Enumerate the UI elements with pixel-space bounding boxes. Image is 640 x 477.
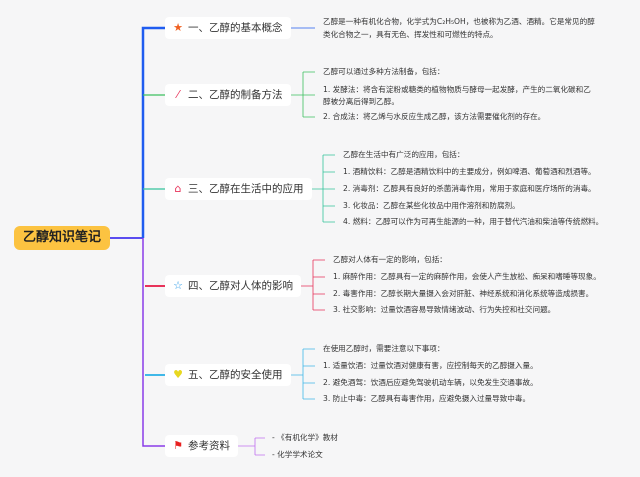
branch-basic-concept[interactable]: ★ 一、乙醇的基本概念 bbox=[165, 17, 291, 39]
leaf-text[interactable]: 1. 发酵法：将含有淀粉或糖类的植物物质与酵母一起发酵，产生的二氧化碳和乙 bbox=[323, 85, 591, 94]
branch-safe-use[interactable]: ♥ 五、乙醇的安全使用 bbox=[165, 364, 291, 386]
branch-label: 二、乙醇的制备方法 bbox=[188, 89, 283, 101]
leaf-text[interactable]: 乙醇是一种有机化合物，化学式为C₂H₅OH，也被称为乙酒、酒精。它是常见的醇 bbox=[323, 17, 595, 26]
leaf-text[interactable]: 类化合物之一，具有无色、挥发性和可燃性的特点。 bbox=[323, 30, 498, 39]
leaf-text[interactable]: 乙醇在生活中有广泛的应用，包括： bbox=[343, 150, 465, 159]
star-filled-icon: ★ bbox=[173, 21, 183, 34]
root-node[interactable]: 乙醇知识笔记 bbox=[14, 226, 110, 250]
leaf-text[interactable]: 在使用乙醇时，需要注意以下事项： bbox=[323, 344, 445, 353]
leaf-text[interactable]: 2. 消毒剂：乙醇具有良好的杀菌消毒作用，常用于家庭和医疗场所的消毒。 bbox=[343, 184, 596, 193]
magic-wand-icon: ⁄ bbox=[177, 88, 179, 101]
leaf-text[interactable]: 4. 燃料：乙醇可以作为可再生能源的一种，用于替代汽油和柴油等传统燃料。 bbox=[343, 217, 604, 226]
branch-label: 三、乙醇在生活中的应用 bbox=[188, 183, 304, 195]
home-icon: ⌂ bbox=[174, 182, 182, 195]
branch-label: 五、乙醇的安全使用 bbox=[188, 369, 283, 381]
leaf-text[interactable]: - 《有机化学》教材 bbox=[272, 433, 338, 442]
leaf-text[interactable]: - 化学学术论文 bbox=[272, 450, 323, 459]
leaf-text[interactable]: 1. 适量饮酒：过量饮酒对健康有害，应控制每天的乙醇摄入量。 bbox=[323, 361, 538, 370]
branch-preparation[interactable]: ⁄ 二、乙醇的制备方法 bbox=[165, 84, 291, 106]
star-outline-icon: ☆ bbox=[173, 279, 183, 292]
branch-references[interactable]: ⚑ 参考资料 bbox=[165, 435, 238, 457]
leaf-text[interactable]: 2. 合成法：将乙烯与水反应生成乙醇，该方法需要催化剂的存在。 bbox=[323, 112, 546, 121]
leaf-text[interactable]: 2. 避免酒驾：饮酒后应避免驾驶机动车辆，以免发生交通事故。 bbox=[323, 378, 538, 387]
leaf-text[interactable]: 3. 防止中毒：乙醇具有毒害作用，应避免摄入过量导致中毒。 bbox=[323, 394, 531, 403]
leaf-text[interactable]: 乙醇对人体有一定的影响，包括： bbox=[333, 255, 447, 264]
leaf-text[interactable]: 乙醇可以通过多种方法制备，包括： bbox=[323, 67, 445, 76]
branch-label: 一、乙醇的基本概念 bbox=[188, 22, 283, 34]
branch-applications[interactable]: ⌂ 三、乙醇在生活中的应用 bbox=[165, 178, 312, 200]
leaf-text[interactable]: 3. 社交影响：过量饮酒容易导致情绪波动、行为失控和社交问题。 bbox=[333, 305, 556, 314]
trophy-icon: ♥ bbox=[173, 368, 183, 381]
leaf-text[interactable]: 1. 麻醉作用：乙醇具有一定的麻醉作用，会使人产生放松、痴呆和嗜睡等现象。 bbox=[333, 272, 601, 281]
leaf-text[interactable]: 2. 毒害作用：乙醇长期大量摄入会对肝脏、神经系统和消化系统等造成损害。 bbox=[333, 289, 594, 298]
branch-health-effects[interactable]: ☆ 四、乙醇对人体的影响 bbox=[165, 275, 301, 297]
flag-icon: ⚑ bbox=[173, 439, 183, 452]
leaf-text[interactable]: 1. 酒精饮料：乙醇是酒精饮料中的主要成分，例如啤酒、葡萄酒和烈酒等。 bbox=[343, 167, 596, 176]
leaf-text[interactable]: 3. 化妆品：乙醇在某些化妆品中用作溶剂和防腐剂。 bbox=[343, 201, 520, 210]
branch-label: 参考资料 bbox=[188, 440, 230, 452]
branch-label: 四、乙醇对人体的影响 bbox=[188, 280, 293, 292]
leaf-text[interactable]: 醇被分离后得到乙醇。 bbox=[323, 97, 399, 106]
